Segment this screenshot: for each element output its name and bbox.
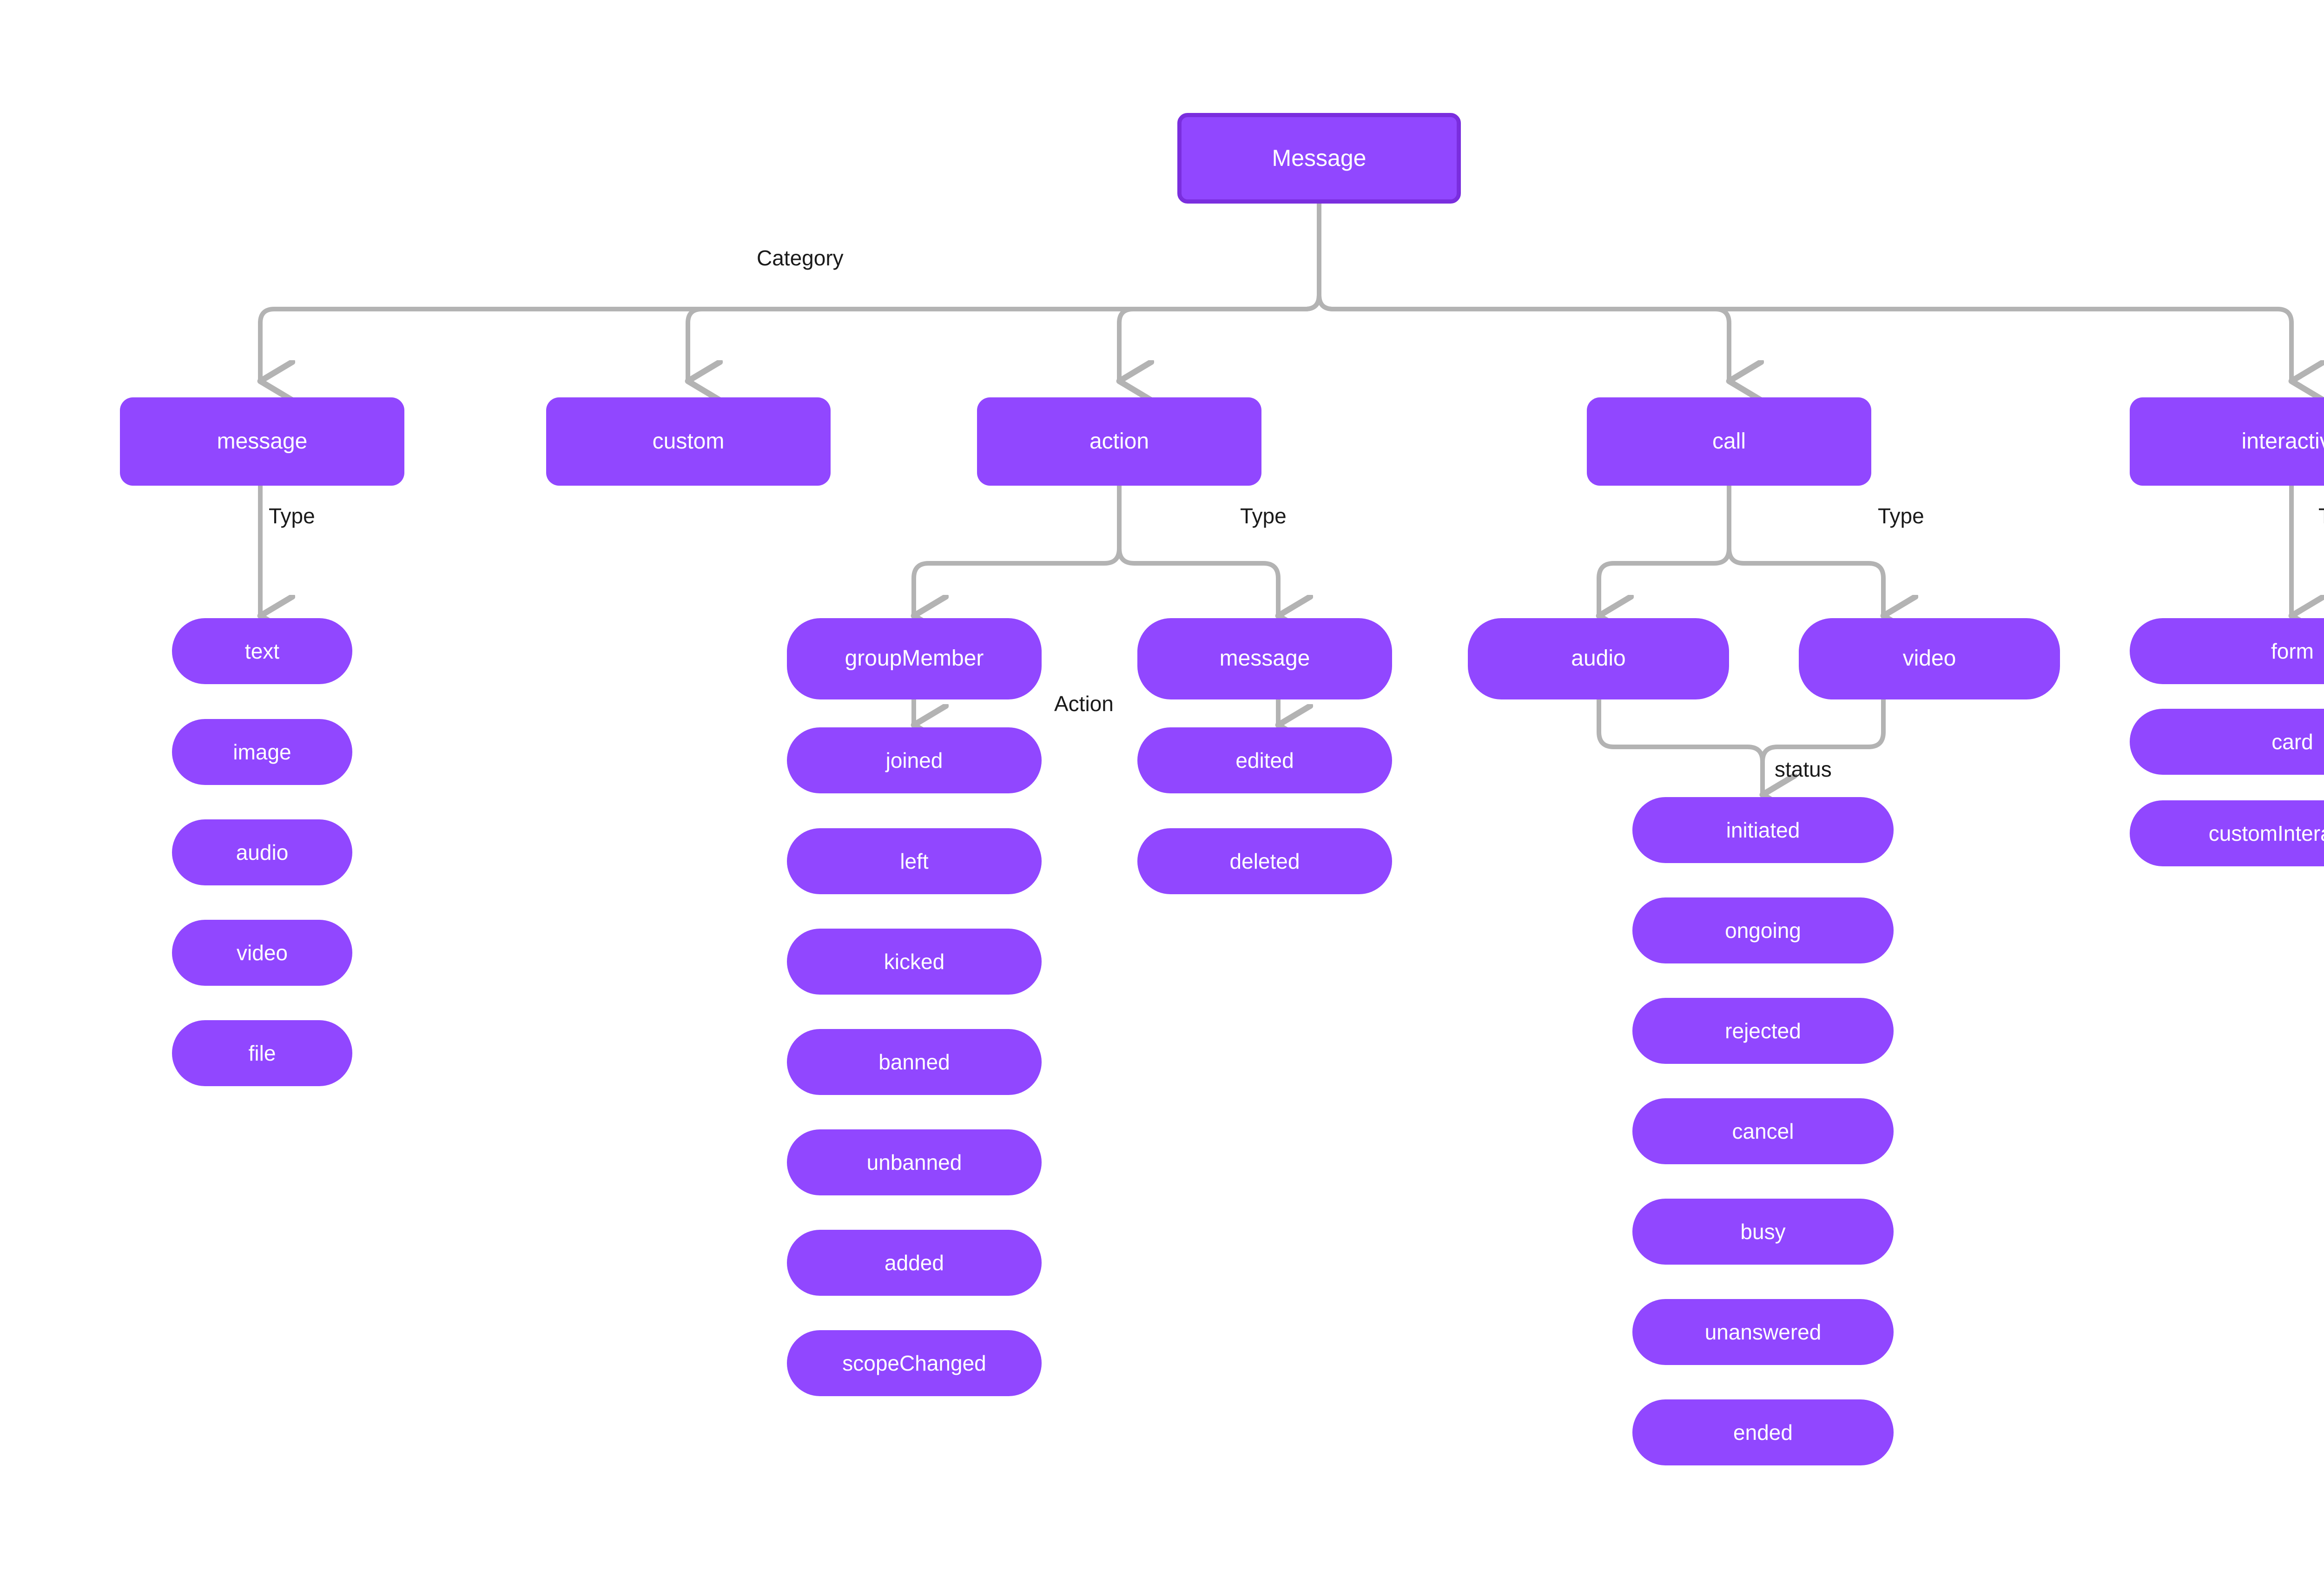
edge-label-type-call: Type bbox=[1878, 504, 1924, 528]
node-label: edited bbox=[1235, 748, 1294, 772]
node-message-root[interactable]: Message bbox=[1177, 113, 1461, 204]
node-subtype-call-video[interactable]: video bbox=[1799, 618, 2060, 699]
node-type-image[interactable]: image bbox=[172, 719, 352, 785]
edge-label-action: Action bbox=[1054, 692, 1114, 716]
node-label: card bbox=[2271, 729, 2313, 754]
node-label: custom bbox=[652, 429, 725, 454]
node-category-custom[interactable]: custom bbox=[546, 397, 831, 486]
node-action-left[interactable]: left bbox=[787, 828, 1042, 894]
node-type-file[interactable]: file bbox=[172, 1020, 352, 1086]
node-label: video bbox=[237, 940, 288, 965]
node-label: audio bbox=[236, 840, 289, 864]
node-action-joined[interactable]: joined bbox=[787, 727, 1042, 793]
node-subtype-groupmember[interactable]: groupMember bbox=[787, 618, 1042, 699]
node-category-action[interactable]: action bbox=[977, 397, 1261, 486]
node-label: action bbox=[1089, 429, 1149, 454]
edge-label-category: Category bbox=[757, 246, 844, 270]
node-status-unanswered[interactable]: unanswered bbox=[1632, 1299, 1894, 1365]
node-status-ongoing[interactable]: ongoing bbox=[1632, 897, 1894, 963]
node-status-cancel[interactable]: cancel bbox=[1632, 1098, 1894, 1164]
edge-label-type-action: Type bbox=[1240, 504, 1287, 528]
node-label: left bbox=[900, 849, 929, 873]
node-label: cancel bbox=[1732, 1119, 1794, 1143]
node-label: file bbox=[248, 1041, 276, 1065]
node-type-text[interactable]: text bbox=[172, 618, 352, 684]
node-type-custominteractive[interactable]: customInteractive bbox=[2130, 800, 2324, 866]
node-label: audio bbox=[1571, 646, 1626, 671]
node-action-scopechanged[interactable]: scopeChanged bbox=[787, 1330, 1042, 1396]
node-action-banned[interactable]: banned bbox=[787, 1029, 1042, 1095]
node-label: text bbox=[244, 639, 280, 663]
node-action-added[interactable]: added bbox=[787, 1230, 1042, 1296]
node-label: message bbox=[217, 429, 308, 454]
node-label: joined bbox=[885, 748, 943, 772]
node-subtype-call-audio[interactable]: audio bbox=[1468, 618, 1729, 699]
node-label: unanswered bbox=[1704, 1319, 1822, 1344]
node-subtype-action-message[interactable]: message bbox=[1137, 618, 1392, 699]
node-status-busy[interactable]: busy bbox=[1632, 1199, 1894, 1265]
node-label: form bbox=[2271, 639, 2314, 663]
node-type-form[interactable]: form bbox=[2130, 618, 2324, 684]
node-action-deleted[interactable]: deleted bbox=[1137, 828, 1392, 894]
node-type-card[interactable]: card bbox=[2130, 709, 2324, 775]
node-label: groupMember bbox=[845, 646, 984, 671]
edge-label-type-interactive: Type bbox=[2318, 503, 2324, 528]
node-category-interactive[interactable]: interactive bbox=[2130, 397, 2324, 486]
node-label: Message bbox=[1272, 145, 1367, 171]
node-label: unbanned bbox=[866, 1150, 962, 1174]
node-action-unbanned[interactable]: unbanned bbox=[787, 1129, 1042, 1195]
node-category-message[interactable]: message bbox=[120, 397, 404, 486]
node-label: call bbox=[1712, 429, 1746, 454]
node-category-call[interactable]: call bbox=[1587, 397, 1871, 486]
node-label: banned bbox=[878, 1049, 950, 1074]
node-label: rejected bbox=[1725, 1018, 1801, 1043]
node-label: image bbox=[233, 739, 291, 764]
node-action-kicked[interactable]: kicked bbox=[787, 929, 1042, 995]
node-label: deleted bbox=[1229, 849, 1300, 873]
edge-label-type-message: Type bbox=[269, 504, 315, 528]
node-label: message bbox=[1219, 646, 1310, 671]
edge-label-status: status bbox=[1775, 757, 1832, 781]
node-label: scopeChanged bbox=[842, 1351, 986, 1375]
node-label: interactive bbox=[2241, 429, 2324, 454]
node-label: customInteractive bbox=[2208, 821, 2324, 845]
node-label: ended bbox=[1733, 1420, 1793, 1444]
node-label: initiated bbox=[1726, 818, 1800, 842]
node-action-edited[interactable]: edited bbox=[1137, 727, 1392, 793]
node-label: added bbox=[885, 1250, 944, 1275]
node-status-ended[interactable]: ended bbox=[1632, 1399, 1894, 1465]
node-label: kicked bbox=[884, 949, 945, 974]
node-status-rejected[interactable]: rejected bbox=[1632, 998, 1894, 1064]
node-label: video bbox=[1902, 646, 1956, 671]
node-type-audio[interactable]: audio bbox=[172, 819, 352, 885]
node-status-initiated[interactable]: initiated bbox=[1632, 797, 1894, 863]
node-label: busy bbox=[1740, 1219, 1786, 1244]
node-label: ongoing bbox=[1725, 918, 1801, 943]
node-type-video[interactable]: video bbox=[172, 920, 352, 986]
